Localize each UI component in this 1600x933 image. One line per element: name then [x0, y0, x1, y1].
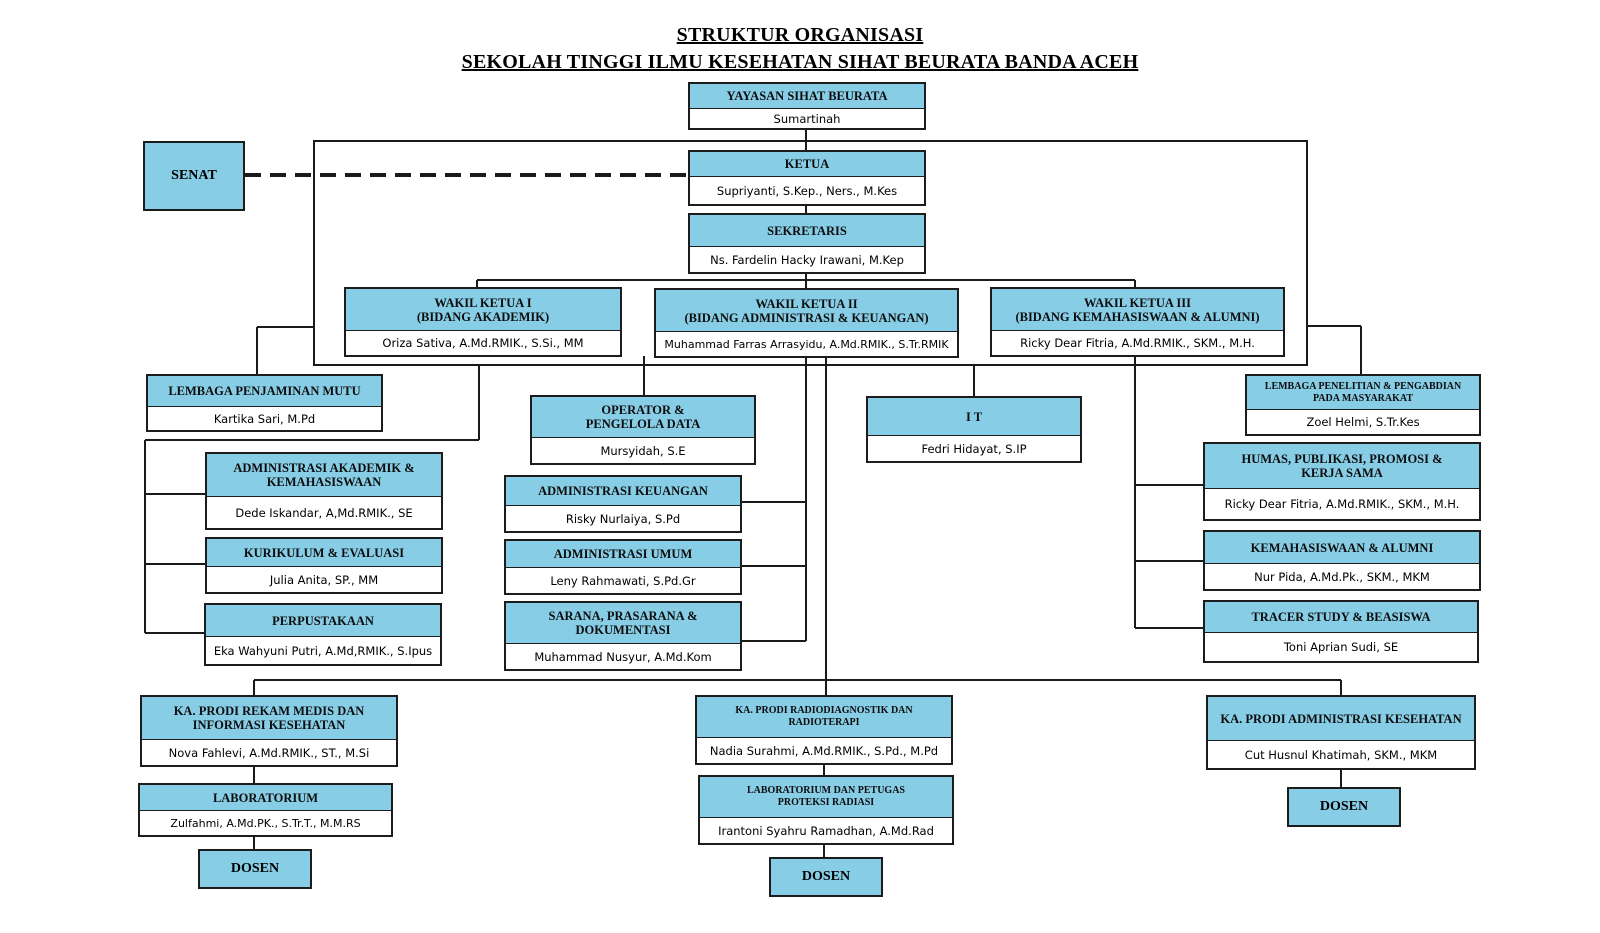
prodi-rekam-medis-box: KA. PRODI REKAM MEDIS DAN INFORMASI KESE… [140, 695, 398, 767]
unit-title: PERPUSTAKAAN [206, 605, 440, 636]
senat-box: SENAT [143, 141, 245, 211]
unit-holder: Ricky Dear Fitria, A.Md.RMIK., SKM., M.H… [1205, 488, 1479, 519]
unit-holder: Julia Anita, SP., MM [207, 566, 441, 592]
operator-box: OPERATOR & PENGELOLA DATA Mursyidah, S.E [530, 395, 756, 465]
yayasan-box: YAYASAN SIHAT BEURATA Sumartinah [688, 82, 926, 130]
unit-holder: Nur Pida, A.Md.Pk., SKM., MKM [1205, 563, 1479, 589]
unit-title: ADMINISTRASI AKADEMIK & KEMAHASISWAAN [207, 454, 441, 496]
unit-title: OPERATOR & PENGELOLA DATA [532, 397, 754, 437]
unit-title: HUMAS, PUBLIKASI, PROMOSI & KERJA SAMA [1205, 444, 1479, 488]
unit-title: YAYASAN SIHAT BEURATA [690, 84, 924, 108]
unit-holder: Ricky Dear Fitria, A.Md.RMIK., SKM., M.H… [992, 330, 1283, 355]
unit-title: KETUA [690, 152, 924, 176]
admin-keuangan-box: ADMINISTRASI KEUANGAN Risky Nurlaiya, S.… [504, 475, 742, 533]
page-subtitle: SEKOLAH TINGGI ILMU KESEHATAN SIHAT BEUR… [461, 51, 1139, 73]
sarana-prasarana-box: SARANA, PRASARANA & DOKUMENTASI Muhammad… [504, 601, 742, 671]
unit-holder: Dede Iskandar, A,Md.RMIK., SE [207, 496, 441, 528]
unit-holder: Muhammad Farras Arrasyidu, A.Md.RMIK., S… [656, 331, 957, 356]
unit-holder: Leny Rahmawati, S.Pd.Gr [506, 567, 740, 593]
unit-holder: Supriyanti, S.Kep., Ners., M.Kes [690, 176, 924, 204]
ketua-box: KETUA Supriyanti, S.Kep., Ners., M.Kes [688, 150, 926, 206]
tracer-study-box: TRACER STUDY & BEASISWA Toni Aprian Sudi… [1203, 600, 1479, 663]
dosen-radio-box: DOSEN [769, 857, 883, 897]
unit-title: WAKIL KETUA I (BIDANG AKADEMIK) [346, 289, 620, 330]
perpustakaan-box: PERPUSTAKAAN Eka Wahyuni Putri, A.Md,RMI… [204, 603, 442, 666]
unit-title: KA. PRODI ADMINISTRASI KESEHATAN [1208, 697, 1474, 740]
kemahasiswaan-box: KEMAHASISWAAN & ALUMNI Nur Pida, A.Md.Pk… [1203, 530, 1481, 591]
admin-akademik-box: ADMINISTRASI AKADEMIK & KEMAHASISWAAN De… [205, 452, 443, 530]
unit-holder: Kartika Sari, M.Pd [148, 406, 381, 430]
unit-title: ADMINISTRASI KEUANGAN [506, 477, 740, 505]
unit-holder: Nova Fahlevi, A.Md.RMIK., ST., M.Si [142, 739, 396, 765]
prodi-administrasi-kesehatan-box: KA. PRODI ADMINISTRASI KESEHATAN Cut Hus… [1206, 695, 1476, 770]
unit-title: KA. PRODI REKAM MEDIS DAN INFORMASI KESE… [142, 697, 396, 739]
dosen-rmik-box: DOSEN [198, 849, 312, 889]
kurikulum-box: KURIKULUM & EVALUASI Julia Anita, SP., M… [205, 537, 443, 594]
unit-title: WAKIL KETUA II (BIDANG ADMINISTRASI & KE… [656, 290, 957, 331]
unit-holder: Irantoni Syahru Ramadhan, A.Md.Rad [700, 817, 952, 843]
unit-title: KA. PRODI RADIODIAGNOSTIK DAN RADIOTERAP… [697, 697, 951, 737]
laboratorium-box: LABORATORIUM Zulfahmi, A.Md.PK., S.Tr.T.… [138, 783, 393, 837]
unit-title: TRACER STUDY & BEASISWA [1205, 602, 1477, 632]
unit-title: LEMBAGA PENELITIAN & PENGABDIAN PADA MAS… [1247, 376, 1479, 409]
sekretaris-box: SEKRETARIS Ns. Fardelin Hacky Irawani, M… [688, 213, 926, 274]
unit-title: SARANA, PRASARANA & DOKUMENTASI [506, 603, 740, 643]
humas-box: HUMAS, PUBLIKASI, PROMOSI & KERJA SAMA R… [1203, 442, 1481, 521]
unit-holder: Zulfahmi, A.Md.PK., S.Tr.T., M.M.RS [140, 810, 391, 835]
unit-holder: Eka Wahyuni Putri, A.Md,RMIK., S.Ipus [206, 636, 440, 664]
wakil-ketua-3-box: WAKIL KETUA III (BIDANG KEMAHASISWAAN & … [990, 287, 1285, 357]
unit-holder: Risky Nurlaiya, S.Pd [506, 505, 740, 531]
admin-umum-box: ADMINISTRASI UMUM Leny Rahmawati, S.Pd.G… [504, 539, 742, 595]
unit-title: KEMAHASISWAAN & ALUMNI [1205, 532, 1479, 563]
unit-title: WAKIL KETUA III (BIDANG KEMAHASISWAAN & … [992, 289, 1283, 330]
dosen-adkes-box: DOSEN [1287, 787, 1401, 827]
unit-title: SEKRETARIS [690, 215, 924, 246]
unit-holder: Nadia Surahmi, A.Md.RMIK., S.Pd., M.Pd [697, 737, 951, 763]
unit-title: LABORATORIUM DAN PETUGAS PROTEKSI RADIAS… [700, 777, 952, 817]
prodi-radiodiagnostik-box: KA. PRODI RADIODIAGNOSTIK DAN RADIOTERAP… [695, 695, 953, 765]
unit-holder: Fedri Hidayat, S.IP [868, 435, 1080, 461]
it-box: I T Fedri Hidayat, S.IP [866, 396, 1082, 463]
unit-title: LEMBAGA PENJAMINAN MUTU [148, 376, 381, 406]
laboratorium-proteksi-box: LABORATORIUM DAN PETUGAS PROTEKSI RADIAS… [698, 775, 954, 845]
leadership-frame [313, 140, 1308, 366]
unit-holder: Cut Husnul Khatimah, SKM., MKM [1208, 740, 1474, 768]
unit-holder: Mursyidah, S.E [532, 437, 754, 463]
unit-holder: Toni Aprian Sudi, SE [1205, 632, 1477, 661]
unit-title: ADMINISTRASI UMUM [506, 541, 740, 567]
lpm-box: LEMBAGA PENJAMINAN MUTU Kartika Sari, M.… [146, 374, 383, 432]
unit-title: I T [868, 398, 1080, 435]
page-title: STRUKTUR ORGANISASI [676, 24, 924, 46]
lppm-box: LEMBAGA PENELITIAN & PENGABDIAN PADA MAS… [1245, 374, 1481, 436]
unit-title: KURIKULUM & EVALUASI [207, 539, 441, 566]
unit-holder: Oriza Sativa, A.Md.RMIK., S.Si., MM [346, 330, 620, 355]
unit-holder: Ns. Fardelin Hacky Irawani, M.Kep [690, 246, 924, 272]
unit-holder: Muhammad Nusyur, A.Md.Kom [506, 643, 740, 669]
unit-title: LABORATORIUM [140, 785, 391, 810]
unit-holder: Sumartinah [690, 108, 924, 128]
unit-holder: Zoel Helmi, S.Tr.Kes [1247, 409, 1479, 434]
wakil-ketua-1-box: WAKIL KETUA I (BIDANG AKADEMIK) Oriza Sa… [344, 287, 622, 357]
wakil-ketua-2-box: WAKIL KETUA II (BIDANG ADMINISTRASI & KE… [654, 288, 959, 358]
